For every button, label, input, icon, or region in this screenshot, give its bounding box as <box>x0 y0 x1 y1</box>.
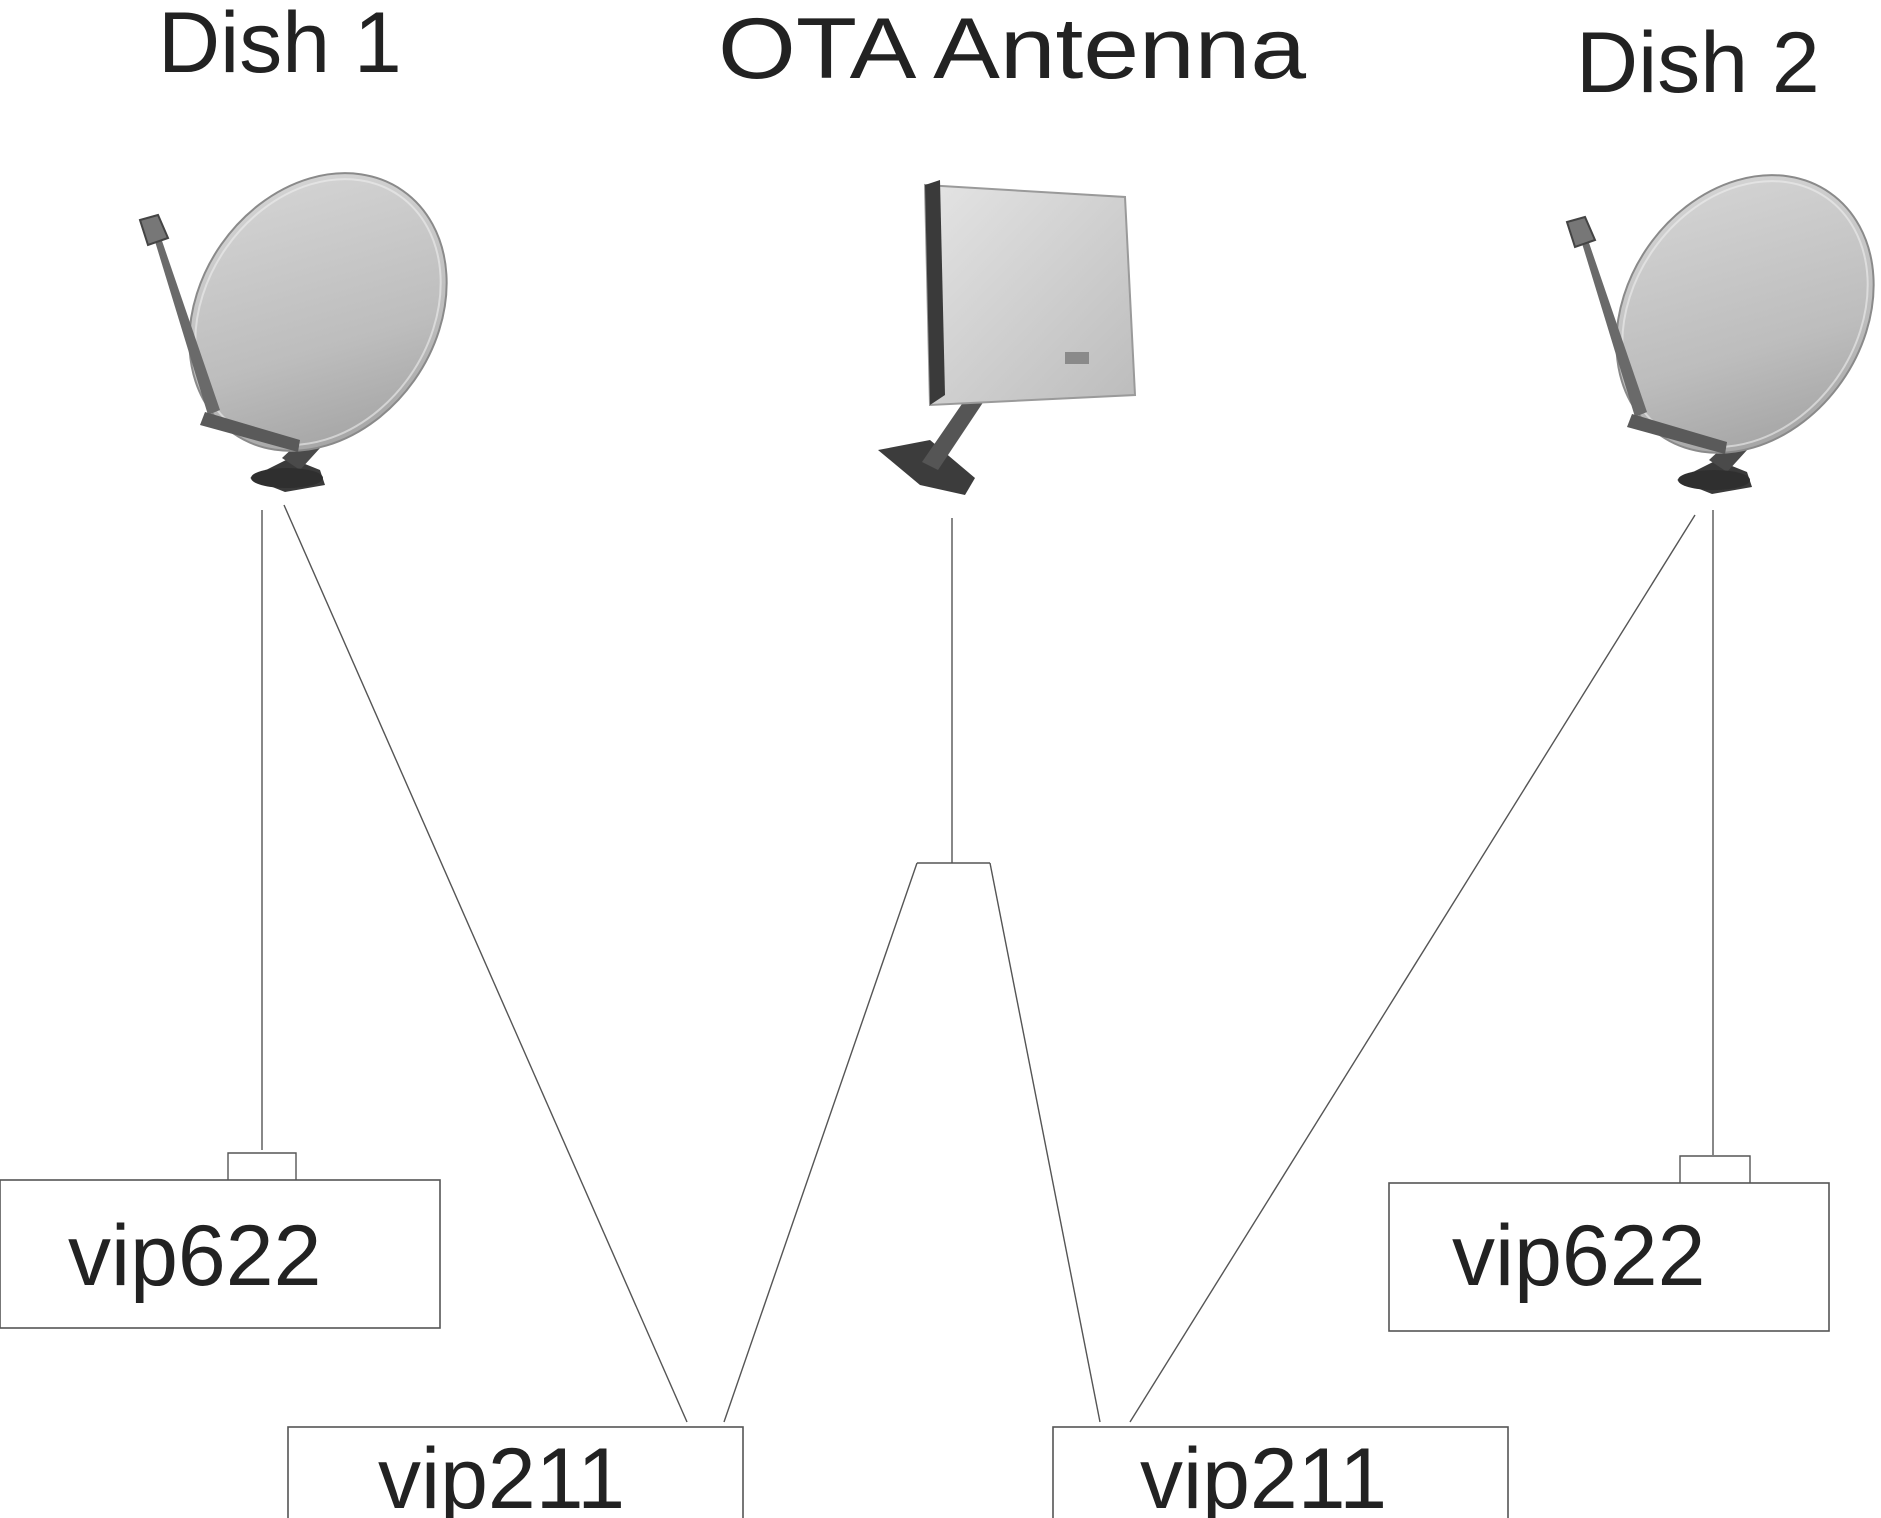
receiver-box-right-vip211: vip211 <box>1052 1426 1509 1518</box>
dish2-label: Dish 2 <box>1576 15 1820 111</box>
connector-right-vip622 <box>1679 1155 1751 1183</box>
receiver-box-left-vip211: vip211 <box>287 1426 744 1518</box>
receiver-label: vip622 <box>1452 1208 1705 1304</box>
satellite-dish-icon <box>1565 174 1875 494</box>
satellite-dish-icon <box>138 172 448 492</box>
wire-dish2-to-vip211 <box>1129 514 1696 1423</box>
ota-antenna-icon <box>878 180 1137 495</box>
receiver-label: vip211 <box>1140 1431 1387 1518</box>
receiver-label: vip211 <box>378 1431 625 1518</box>
receiver-label: vip622 <box>68 1208 321 1304</box>
wire-ota-to-left-vip211 <box>723 862 918 1423</box>
connector-left-vip622 <box>227 1152 297 1180</box>
dish1-label: Dish 1 <box>158 0 402 91</box>
ota-antenna-label: OTA Antenna <box>718 1 1306 97</box>
wire-ota-to-right-vip211 <box>989 862 1101 1423</box>
receiver-box-left-vip622: vip622 <box>0 1179 441 1329</box>
receiver-box-right-vip622: vip622 <box>1388 1182 1830 1332</box>
wire-dish1-to-vip211 <box>283 504 688 1423</box>
